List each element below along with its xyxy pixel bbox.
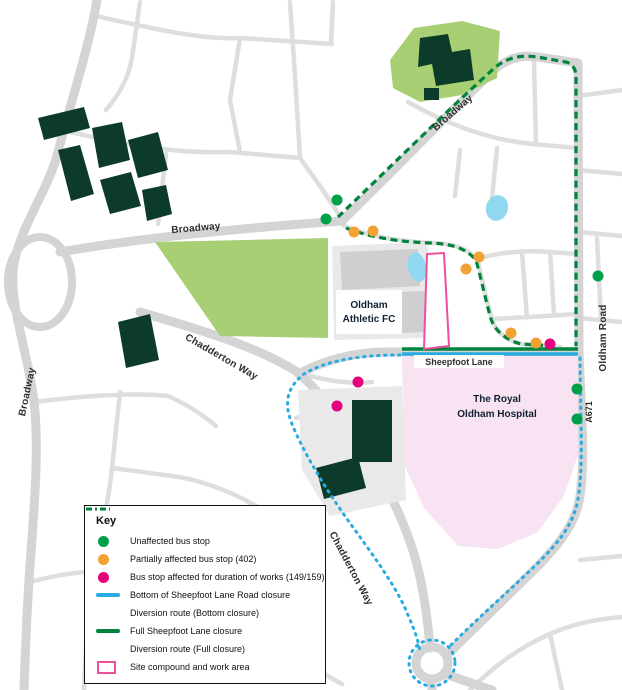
label-oldham-road: Oldham Road xyxy=(598,304,609,371)
label-sheepfoot-lane: Sheepfoot Lane xyxy=(425,357,493,367)
partially-affected-bus-stop xyxy=(505,327,517,339)
diversion-route-full-closure-sidestreets xyxy=(345,226,557,348)
key-item-unaffected: Unaffected bus stop xyxy=(96,532,314,550)
label-oafc-line1: Oldham xyxy=(350,300,387,311)
building xyxy=(92,122,130,168)
road-sheepfoot-lane xyxy=(297,347,583,377)
label-chadderton-lower: Chadderton Way xyxy=(327,530,375,608)
oafc-label-bg xyxy=(336,290,402,334)
diversion-route-full-closure-broadway xyxy=(336,54,578,346)
affected-bus-stops xyxy=(331,338,556,412)
site-compound-area xyxy=(422,251,451,351)
key-item-label: Diversion route (Full closure) xyxy=(130,644,246,654)
unaffected-bus-stop xyxy=(331,194,343,206)
unaffected-bus-stop xyxy=(571,383,583,395)
diversion-route-bottom-closure-roundabout xyxy=(407,638,457,688)
partially-affected-bus-stop xyxy=(348,226,360,238)
affected-bus-stop xyxy=(352,376,364,388)
key-item-label: Bottom of Sheepfoot Lane Road closure xyxy=(130,590,291,600)
pond-east xyxy=(485,195,509,221)
key-item-site-compound: Site compound and work area xyxy=(96,658,314,676)
buildings xyxy=(38,34,474,499)
key-item-bottom-closure: Bottom of Sheepfoot Lane Road closure xyxy=(96,586,314,604)
key-title: Key xyxy=(96,515,117,527)
building xyxy=(424,88,439,100)
key-item-full-closure: Full Sheepfoot Lane closure xyxy=(96,622,314,640)
label-broadway-mid: Broadway xyxy=(171,221,221,236)
partially-affected-bus-stop xyxy=(460,263,472,275)
unaffected-bus-stops xyxy=(320,194,604,425)
key-marker xyxy=(96,535,122,547)
key-marker xyxy=(96,593,122,597)
broadway-roundabout xyxy=(4,233,76,331)
building xyxy=(316,457,366,499)
map-key: Key Unaffected bus stop Partially affect… xyxy=(84,505,326,684)
key-item-label: Site compound and work area xyxy=(130,662,250,672)
key-marker xyxy=(96,553,122,565)
road-oldham-north xyxy=(573,58,584,357)
stadium-stand-east xyxy=(398,291,427,333)
south-roundabout xyxy=(411,642,453,684)
building xyxy=(38,107,90,140)
road-broadway-mid xyxy=(55,216,347,257)
building xyxy=(118,314,159,368)
unaffected-stop-dot-icon xyxy=(98,535,109,547)
site-compound-rect-icon xyxy=(97,660,116,674)
key-item-diversion-full: Diversion route (Full closure) xyxy=(86,507,314,658)
affected-bus-stop xyxy=(544,338,556,350)
partially-affected-bus-stop xyxy=(473,251,485,263)
building xyxy=(58,145,94,201)
full-closure-line-icon xyxy=(96,629,120,633)
affected-stop-dot-icon xyxy=(98,571,109,583)
diversion-full-dashed-line-icon xyxy=(86,507,110,511)
sheepfoot-label-bg xyxy=(414,355,504,368)
partially-affected-stop-dot-icon xyxy=(98,553,109,565)
partially-affected-bus-stops xyxy=(348,225,542,349)
key-item-affected: Bus stop affected for duration of works … xyxy=(96,568,324,586)
unaffected-bus-stop xyxy=(571,413,583,425)
key-item-label: Partially affected bus stop (402) xyxy=(130,554,257,564)
building xyxy=(142,185,172,221)
key-marker xyxy=(96,571,122,583)
diversion-route-bottom-closure-oldham-road xyxy=(449,355,583,647)
hospital-work-area xyxy=(402,356,578,549)
pond-west xyxy=(407,252,427,282)
park-central xyxy=(155,238,328,338)
building xyxy=(128,132,168,178)
key-marker xyxy=(96,629,122,633)
label-hospital-line1: The Royal xyxy=(473,394,521,405)
unaffected-bus-stop xyxy=(592,270,604,282)
key-item-diversion-bottom: Diversion route (Bottom closure) xyxy=(86,507,314,622)
partially-affected-bus-stop xyxy=(530,337,542,349)
partially-affected-bus-stop xyxy=(367,225,379,237)
road-oldham-south xyxy=(443,347,588,659)
diversion-route-bottom-closure-chadderton xyxy=(286,353,422,654)
key-item-label: Bus stop affected for duration of works … xyxy=(130,572,325,582)
building-park xyxy=(418,34,474,86)
key-marker xyxy=(96,660,122,674)
building xyxy=(352,400,392,462)
label-a671: A671 xyxy=(584,401,594,423)
key-item-partially-affected: Partially affected bus stop (402) xyxy=(96,550,314,568)
unaffected-bus-stop xyxy=(320,213,332,225)
building xyxy=(100,172,141,214)
label-hospital-line2: Oldham Hospital xyxy=(457,409,537,420)
bus-stops xyxy=(320,194,604,425)
key-item-label: Diversion route (Bottom closure) xyxy=(130,608,260,618)
stadium-stand-north xyxy=(340,249,420,290)
ponds xyxy=(407,195,509,282)
bottom-closure-line-icon xyxy=(96,593,120,597)
key-item-label: Full Sheepfoot Lane closure xyxy=(130,626,243,636)
key-item-label: Unaffected bus stop xyxy=(130,536,210,546)
label-oafc-line2: Athletic FC xyxy=(343,314,396,325)
affected-bus-stop xyxy=(331,400,343,412)
